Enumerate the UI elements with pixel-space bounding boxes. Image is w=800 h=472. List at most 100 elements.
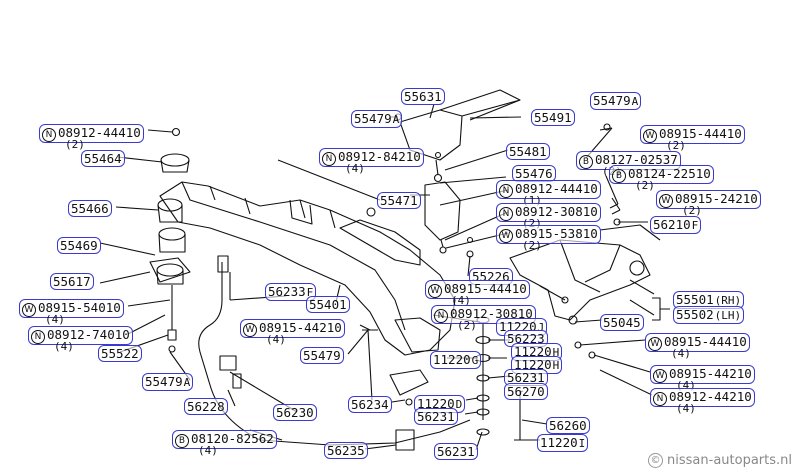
part-label[interactable]: 56223 <box>504 330 548 347</box>
part-number-link[interactable]: 11220G <box>430 351 482 369</box>
part-number-link[interactable]: 56228 <box>184 398 228 415</box>
part-number-link[interactable]: 55617 <box>50 273 94 290</box>
part-label[interactable]: 56234 <box>348 396 392 413</box>
part-number-link[interactable]: 56210F <box>650 216 702 234</box>
part-number-link[interactable]: 55481 <box>506 143 550 160</box>
part-label[interactable]: 55479A <box>351 110 403 128</box>
part-label[interactable]: 56233F <box>265 283 317 301</box>
part-label[interactable]: 56230 <box>273 404 317 421</box>
part-number-link[interactable]: 55464 <box>81 150 125 167</box>
part-number-link[interactable]: 55631 <box>401 88 445 105</box>
part-number-link[interactable]: 56234 <box>348 396 392 413</box>
part-label[interactable]: 56270 <box>504 383 548 400</box>
part-number-link[interactable]: 56231 <box>504 369 548 386</box>
part-number-link[interactable]: 55501(RH) <box>673 291 745 309</box>
part-number-link[interactable]: 55522 <box>98 345 142 362</box>
part-number-link[interactable]: 56233F <box>265 283 317 301</box>
part-number-link[interactable]: 55469 <box>57 237 101 254</box>
part-label[interactable]: 11220G <box>430 351 482 369</box>
part-number-link[interactable]: 55401 <box>306 296 350 313</box>
part-label[interactable]: 56231 <box>434 443 478 460</box>
part-label[interactable]: 56231 <box>414 408 458 425</box>
part-label[interactable]: 55502(LH) <box>673 306 745 324</box>
part-number-link[interactable]: 55476 <box>512 165 556 182</box>
part-label[interactable]: 55479A <box>142 373 194 391</box>
part-label[interactable]: 11220H <box>511 356 563 374</box>
part-label[interactable]: 55631 <box>401 88 445 105</box>
part-number-link[interactable]: 55045 <box>600 314 644 331</box>
part-number-link[interactable]: 11220I <box>537 434 589 452</box>
part-number-link[interactable]: 56235 <box>324 442 368 459</box>
part-label[interactable]: 55479 <box>300 347 344 364</box>
part-label[interactable]: 55491 <box>531 109 575 126</box>
part-number-link[interactable]: 11220H <box>511 356 563 374</box>
part-label[interactable]: 11220I <box>537 434 589 452</box>
part-number-link[interactable]: 55479A <box>351 110 403 128</box>
part-number-link[interactable]: 55491 <box>531 109 575 126</box>
part-number-link[interactable]: 55479A <box>590 92 642 110</box>
part-label[interactable]: 55479A <box>590 92 642 110</box>
part-label[interactable]: 56235 <box>324 442 368 459</box>
part-label[interactable]: 55617 <box>50 273 94 290</box>
part-number-link[interactable]: 56223 <box>504 330 548 347</box>
part-number-link[interactable]: 55479A <box>142 373 194 391</box>
part-label[interactable]: 55469 <box>57 237 101 254</box>
part-number-link[interactable]: 56230 <box>273 404 317 421</box>
part-label[interactable]: 56260 <box>546 417 590 434</box>
part-number-link[interactable]: 56231 <box>414 408 458 425</box>
part-label[interactable]: 56210F <box>650 216 702 234</box>
part-number-link[interactable]: 55479 <box>300 347 344 364</box>
part-label[interactable]: 55471 <box>377 192 421 209</box>
part-label[interactable]: 56231 <box>504 369 548 386</box>
part-label[interactable]: 55522 <box>98 345 142 362</box>
part-number-link[interactable]: 55466 <box>68 200 112 217</box>
part-number-link[interactable]: 55502(LH) <box>673 306 745 324</box>
part-number-link[interactable]: 56270 <box>504 383 548 400</box>
part-label[interactable]: 55481 <box>506 143 550 160</box>
part-label[interactable]: 55501(RH) <box>673 291 745 309</box>
part-number-link[interactable]: 56260 <box>546 417 590 434</box>
part-label[interactable]: 55464 <box>81 150 125 167</box>
part-label[interactable]: 55476 <box>512 165 556 182</box>
part-label[interactable]: 56228 <box>184 398 228 415</box>
part-number-link[interactable]: 56231 <box>434 443 478 460</box>
part-label[interactable]: 55466 <box>68 200 112 217</box>
part-number-link[interactable]: 55471 <box>377 192 421 209</box>
part-label[interactable]: 55401 <box>306 296 350 313</box>
part-label[interactable]: 55045 <box>600 314 644 331</box>
